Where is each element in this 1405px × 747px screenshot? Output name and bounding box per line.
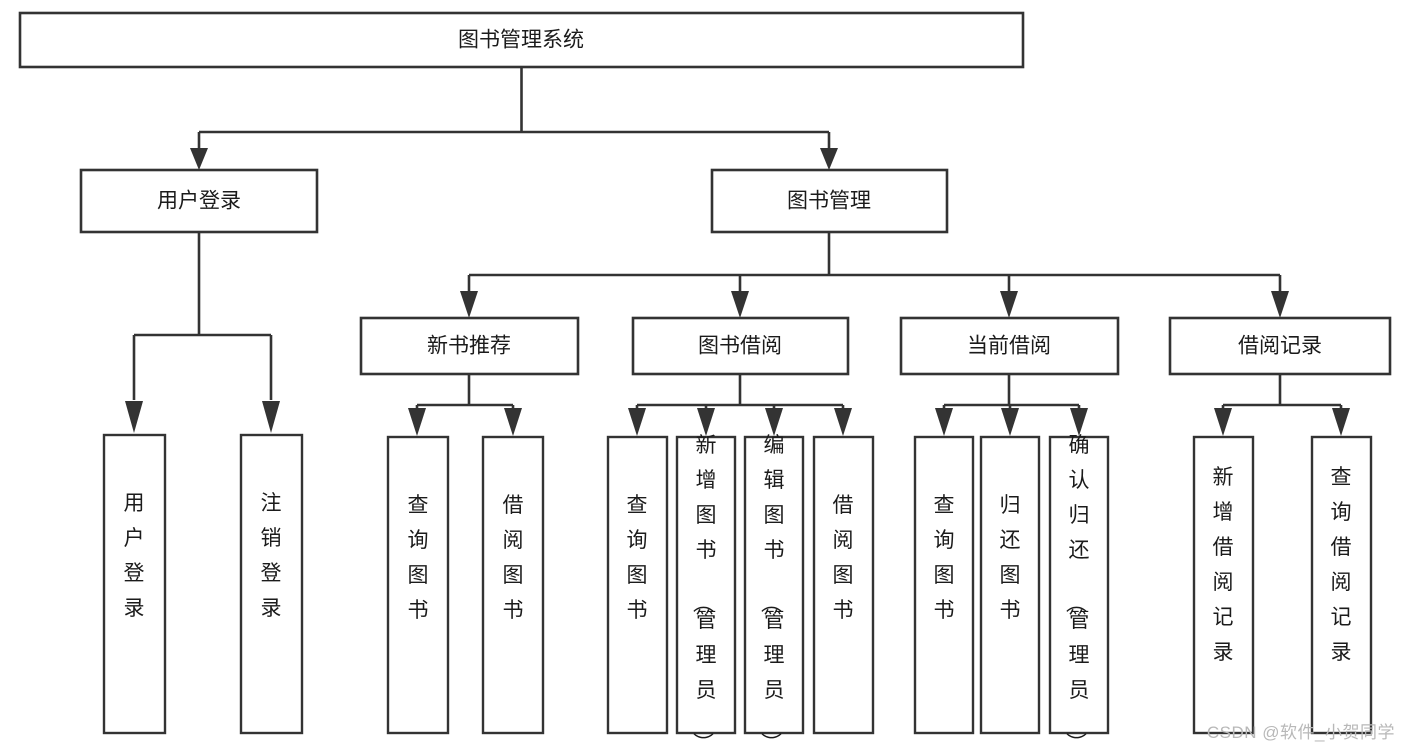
node-current-borrow[interactable]: 当前借阅 [899,316,1120,376]
arrow-to-user-login [190,148,208,170]
arrow-new-book-l1 [408,408,426,436]
arrow-to-current-borrow [1000,291,1018,318]
leaf-label: 借阅图书 [833,494,854,622]
leaf-box[interactable] [102,433,167,735]
book-borrow-label: 图书借阅 [698,335,782,358]
node-leaf-current-query[interactable]: 查询图书 [913,435,975,735]
leaf-box[interactable] [606,435,669,735]
borrow-record-box[interactable] [1168,316,1392,376]
leaf-box[interactable] [239,433,304,735]
leaf-label: 查询图书 [627,494,648,622]
edge-layer [125,67,1350,436]
leaf-label: 确认归还（管理员） [1064,434,1090,747]
node-book-borrow[interactable]: 图书借阅 [631,316,850,376]
book-borrow-box[interactable] [631,316,850,376]
leaf-box[interactable] [1310,435,1373,735]
root-label: 图书管理系统 [458,29,584,52]
leaf-box[interactable] [481,435,545,735]
user-login-box[interactable] [79,168,319,234]
arrow-to-book-borrow [731,291,749,318]
leaf-box[interactable] [386,435,450,735]
leaf-box[interactable] [675,435,737,735]
leaf-label: 查询图书 [934,494,955,622]
node-leaf-borrow-add-book[interactable]: 新增图书（管理员） [675,434,737,747]
borrow-record-label: 借阅记录 [1238,335,1322,358]
node-leaf-new-book-query[interactable]: 查询图书 [386,435,450,735]
arrow-to-book-mgmt [820,148,838,170]
node-leaf-user-login-login[interactable]: 用户登录 [102,433,167,735]
root-box[interactable] [18,11,1025,69]
node-root[interactable]: 图书管理系统 [18,11,1025,69]
arrow-book-borrow-l2 [697,408,715,436]
leaf-box[interactable] [1192,435,1255,735]
arrow-to-new-book [460,291,478,318]
leaf-box[interactable] [913,435,975,735]
book-management-label: 图书管理 [787,190,871,213]
leaf-label: 新增借阅记录 [1213,466,1234,664]
new-book-recommend-box[interactable] [359,316,580,376]
current-borrow-label: 当前借阅 [967,335,1051,358]
leaf-label: 注销登录 [261,492,282,620]
leaf-label: 用户登录 [124,492,145,620]
arrow-user-login-l1 [125,401,143,433]
arrow-book-borrow-l1 [628,408,646,436]
current-borrow-box[interactable] [899,316,1120,376]
user-login-label: 用户登录 [157,190,241,213]
book-management-box[interactable] [710,168,949,234]
leaf-label: 编辑图书（管理员） [759,434,785,747]
node-leaf-current-return[interactable]: 归还图书 [979,435,1041,735]
node-leaf-borrow-query[interactable]: 查询图书 [606,435,669,735]
arrow-current-borrow-l2 [1001,408,1019,436]
node-user-login[interactable]: 用户登录 [79,168,319,234]
leaf-box[interactable] [812,435,875,735]
leaf-label: 新增图书（管理员） [691,434,717,747]
arrow-current-borrow-l3 [1070,408,1088,436]
leaf-box[interactable] [979,435,1041,735]
arrow-book-borrow-l3 [765,408,783,436]
node-book-management[interactable]: 图书管理 [710,168,949,234]
arrow-to-borrow-record [1271,291,1289,318]
node-leaf-current-confirm-return[interactable]: 确认归还（管理员） [1048,434,1110,747]
node-new-book-recommend[interactable]: 新书推荐 [359,316,580,376]
arrow-user-login-l2 [262,401,280,433]
node-leaf-borrow-edit-book[interactable]: 编辑图书（管理员） [743,434,805,747]
arrow-current-borrow-l1 [935,408,953,436]
new-book-recommend-label: 新书推荐 [427,335,511,358]
node-borrow-record[interactable]: 借阅记录 [1168,316,1392,376]
leaf-label: 查询图书 [408,494,429,622]
arrow-borrow-record-l1 [1214,408,1232,436]
arrow-new-book-l2 [504,408,522,436]
arrow-borrow-record-l2 [1332,408,1350,436]
leaf-box[interactable] [1048,435,1110,735]
leaf-label: 借阅图书 [503,494,524,622]
leaf-label: 查询借阅记录 [1331,466,1352,664]
leaf-box[interactable] [743,435,805,735]
node-leaf-record-add[interactable]: 新增借阅记录 [1192,435,1255,735]
node-leaf-borrow-borrow-book[interactable]: 借阅图书 [812,435,875,735]
leaf-label: 归还图书 [1000,494,1021,622]
arrow-book-borrow-l4 [834,408,852,436]
csdn-watermark: CSDN @软件_小贺同学 [1206,723,1395,742]
node-leaf-record-query[interactable]: 查询借阅记录 [1310,435,1373,735]
node-leaf-new-book-borrow[interactable]: 借阅图书 [481,435,545,735]
node-leaf-user-login-logout[interactable]: 注销登录 [239,433,304,735]
